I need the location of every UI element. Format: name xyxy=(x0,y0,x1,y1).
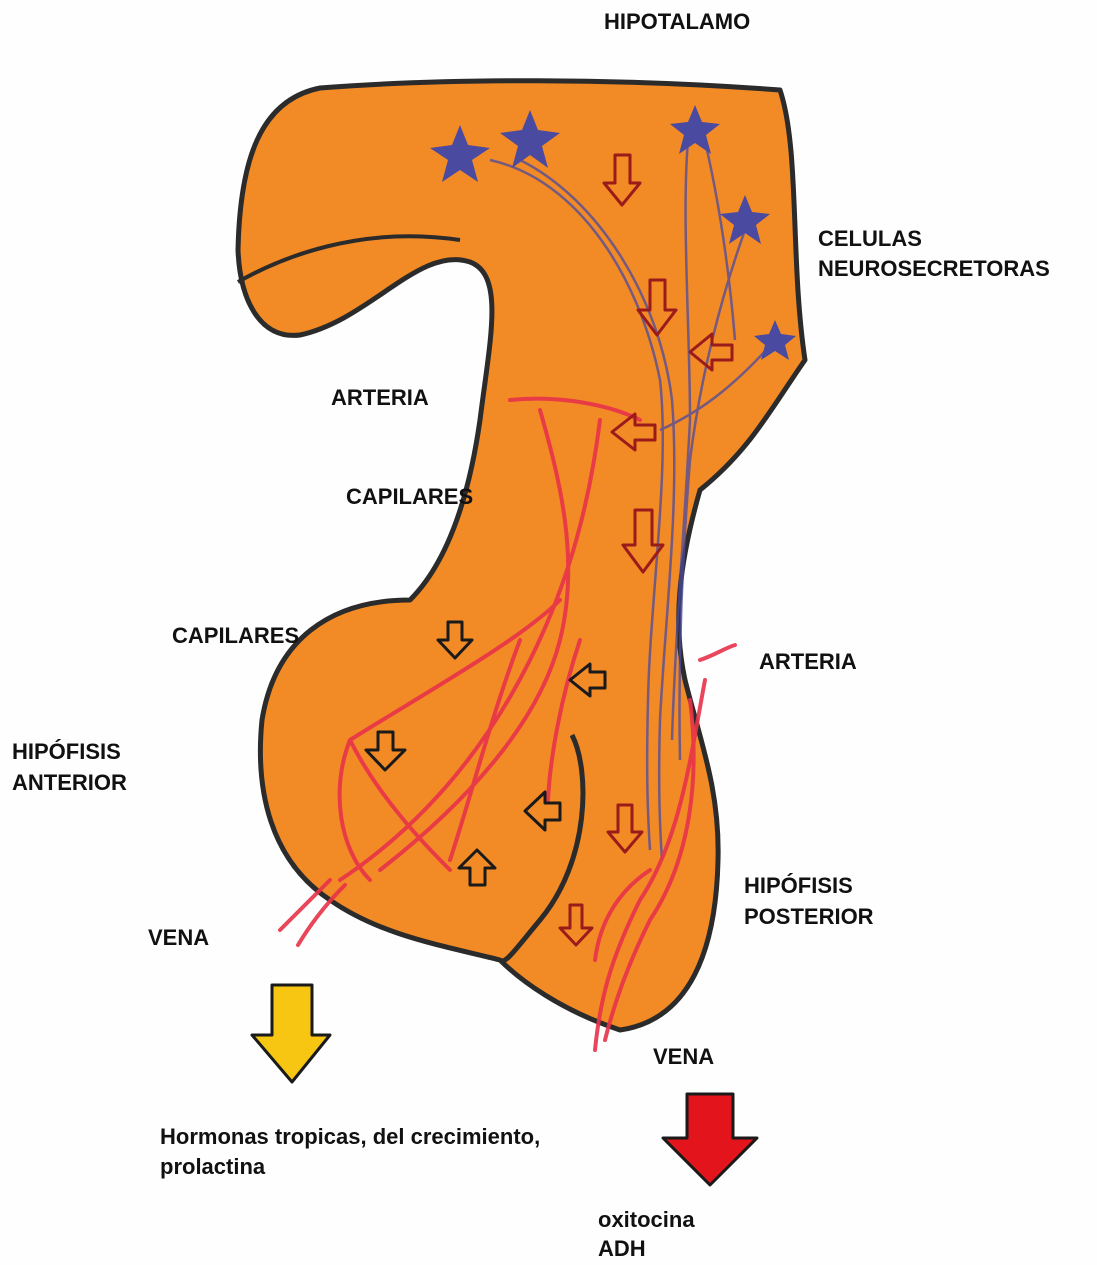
label-vena-right: VENA xyxy=(653,1041,714,1072)
label-hipotalamo: HIPOTALAMO xyxy=(604,6,750,37)
label-hipofisis-anterior-line2: ANTERIOR xyxy=(12,767,127,798)
label-hipofisis-posterior-line2: POSTERIOR xyxy=(744,901,874,932)
posterior-hormones-line1: oxitocina xyxy=(598,1205,695,1235)
label-hipofisis-anterior-line1: HIPÓFISIS xyxy=(12,736,121,767)
label-vena-left: VENA xyxy=(148,922,209,953)
posterior-output-arrow-icon xyxy=(663,1094,757,1185)
label-celulas-neurosecretoras-line2: NEUROSECRETORAS xyxy=(818,253,1050,284)
anterior-hormones-line1: Hormonas tropicas, del crecimiento, xyxy=(160,1122,540,1152)
label-arteria-right: ARTERIA xyxy=(759,646,857,677)
label-capilares-lower: CAPILARES xyxy=(172,620,299,651)
label-arteria-left: ARTERIA xyxy=(331,382,429,413)
anterior-output-arrow-icon xyxy=(252,985,330,1082)
label-celulas-neurosecretoras-line1: CELULAS xyxy=(818,223,922,254)
posterior-hormones-line2: ADH xyxy=(598,1234,646,1264)
label-capilares-upper: CAPILARES xyxy=(346,481,473,512)
label-hipofisis-posterior-line1: HIPÓFISIS xyxy=(744,870,853,901)
anterior-hormones-line2: prolactina xyxy=(160,1152,265,1182)
